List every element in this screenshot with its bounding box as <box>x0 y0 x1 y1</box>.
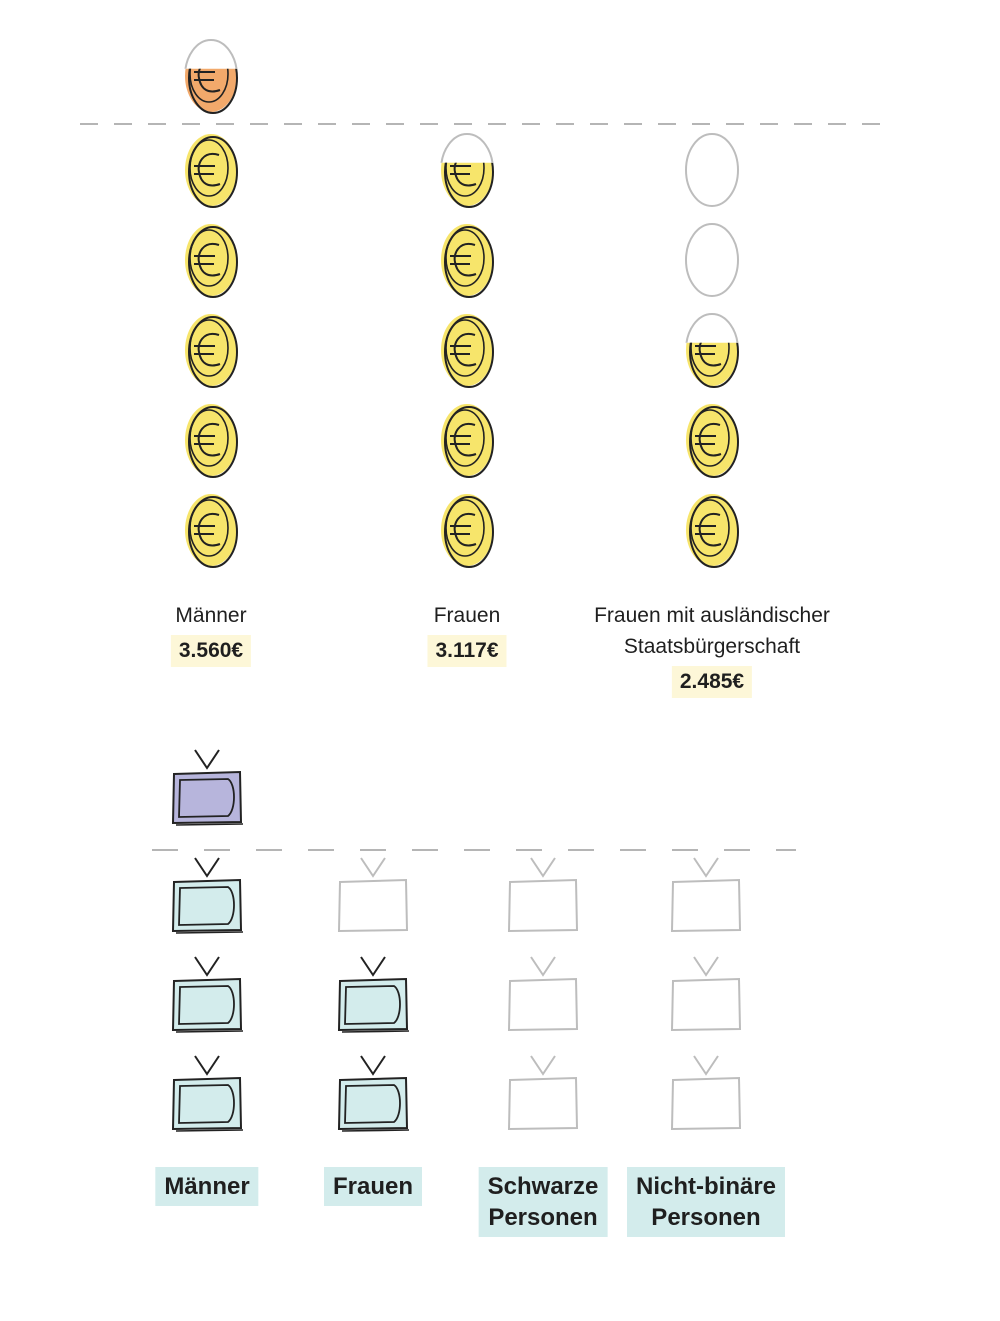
group-label: Frauen <box>323 1167 423 1206</box>
coin-icon <box>185 224 238 298</box>
group-label: Männer <box>155 1167 259 1206</box>
coin-icon <box>441 314 494 388</box>
tv-icon <box>507 857 579 933</box>
tv-icon <box>670 857 742 933</box>
coin-icon <box>441 224 494 298</box>
tv-icon <box>507 1055 579 1131</box>
group-label-line: Personen <box>488 1204 598 1231</box>
coin-icon <box>185 314 238 388</box>
tv-icon <box>507 956 579 1032</box>
tv-icon <box>171 956 244 1033</box>
value-label: 3.117€ <box>427 635 507 667</box>
group-label: Staatsbürgerschaft <box>623 635 801 658</box>
coin-icon <box>184 39 238 114</box>
group-label-line: Frauen <box>332 1173 414 1200</box>
coin-icon <box>441 404 494 478</box>
coin-icon <box>185 494 238 568</box>
tv-icon <box>337 857 409 933</box>
group-label: Frauen <box>433 604 501 627</box>
tv-icon <box>337 1055 410 1132</box>
tv-icon <box>670 956 742 1032</box>
tv-icon <box>670 1055 742 1131</box>
value-label: 2.485€ <box>671 666 753 698</box>
group-label: Männer <box>175 604 247 627</box>
coin-icon <box>185 404 238 478</box>
value-label: 3.560€ <box>170 635 252 667</box>
tv-icon <box>337 956 410 1033</box>
coin-icon <box>686 494 739 568</box>
tv-icon <box>171 1055 244 1132</box>
group-label: Frauen mit ausländischer <box>594 604 830 627</box>
coin-icon <box>440 133 494 208</box>
group-label-line: Personen <box>651 1204 761 1231</box>
coin-icon <box>686 404 739 478</box>
group-label-line: Nicht-binäre <box>635 1173 777 1200</box>
coin-icon <box>185 134 238 208</box>
group-label-line: Schwarze <box>487 1173 599 1200</box>
coin-icon <box>685 133 739 207</box>
coin-icon <box>685 313 739 388</box>
coin-icon <box>441 494 494 568</box>
tv-icon <box>171 857 244 934</box>
group-label-line: Männer <box>164 1173 250 1200</box>
coin-icon <box>685 223 739 297</box>
tv-icon <box>171 749 244 826</box>
